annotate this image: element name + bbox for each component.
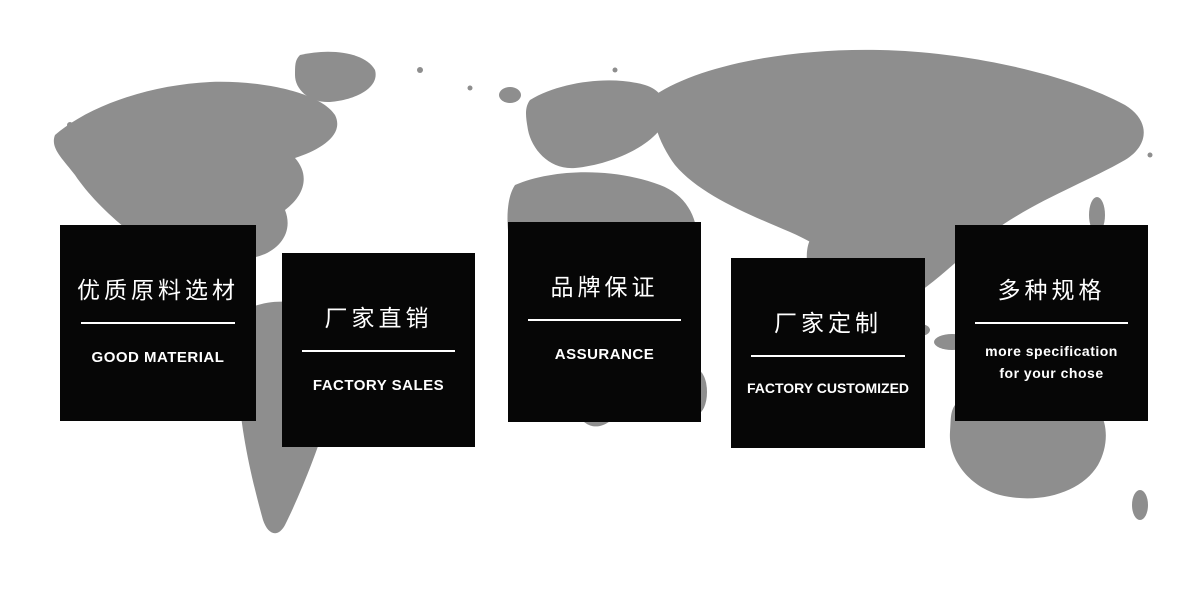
- feature-title-en: ASSURANCE: [554, 346, 655, 363]
- feature-title-zh: 多种规格: [997, 277, 1106, 303]
- feature-card-assurance: 品牌保证 ASSURANCE: [508, 222, 701, 422]
- feature-card-factory-customized: 厂家定制 FACTORY CUSTOMIZED: [731, 258, 925, 448]
- feature-title-zh: 优质原料选材: [77, 277, 239, 303]
- feature-title-zh: 品牌保证: [550, 274, 659, 300]
- feature-title-zh: 厂家直销: [324, 305, 433, 331]
- feature-title-en: FACTORY SALES: [312, 377, 445, 394]
- divider-line: [80, 322, 236, 324]
- divider-line: [302, 350, 455, 352]
- divider-line: [975, 322, 1128, 324]
- divider-line: [528, 319, 681, 321]
- feature-card-good-material: 优质原料选材 GOOD MATERIAL: [60, 225, 256, 421]
- feature-title-en: FACTORY CUSTOMIZED: [746, 380, 910, 396]
- feature-card-more-specification: 多种规格 more specification for your chose: [955, 225, 1148, 421]
- feature-title-en: more specification for your chose: [985, 343, 1118, 381]
- divider-line: [751, 355, 905, 357]
- feature-title-en: GOOD MATERIAL: [91, 349, 225, 366]
- feature-card-factory-sales: 厂家直销 FACTORY SALES: [282, 253, 475, 447]
- feature-title-zh: 厂家定制: [774, 310, 882, 336]
